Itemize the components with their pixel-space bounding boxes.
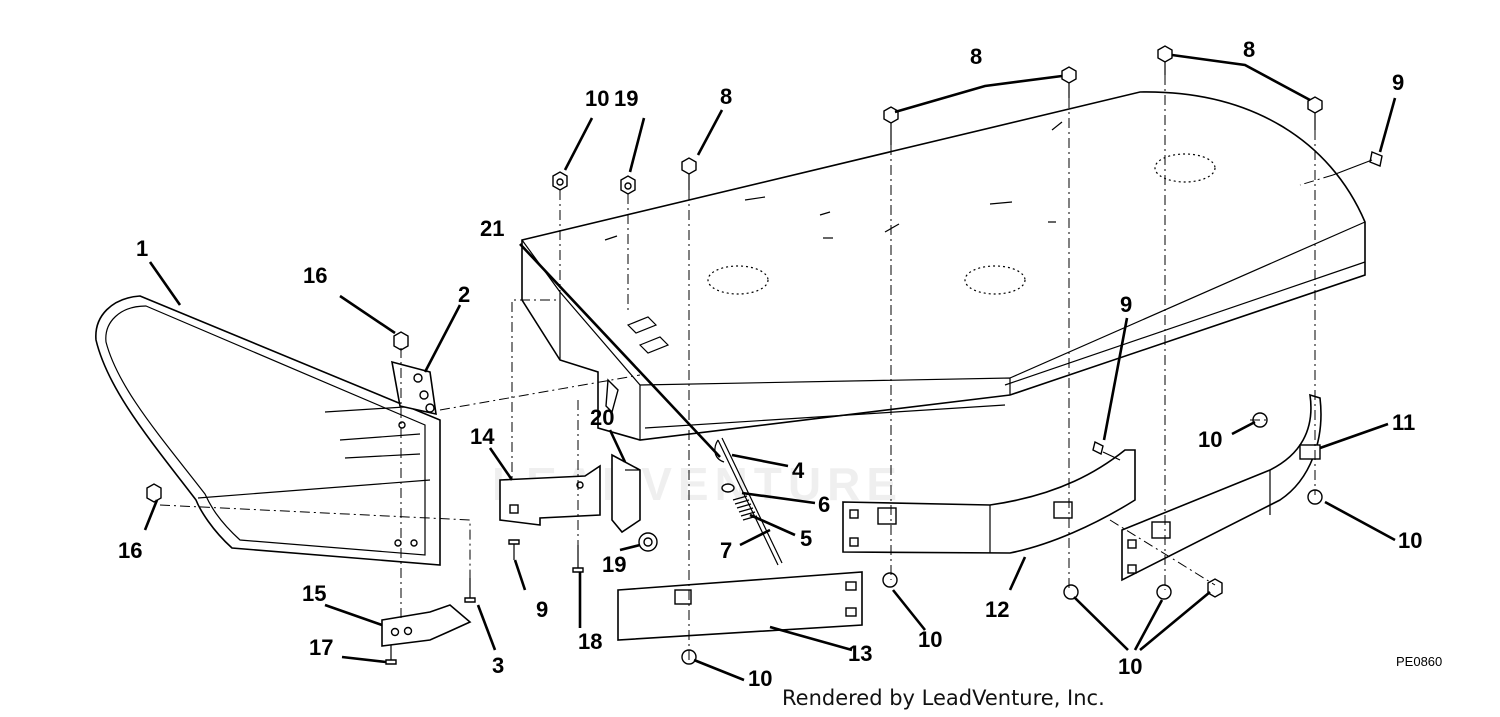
- nut-19-bottom: [638, 532, 658, 552]
- callout-8-middle: 8: [970, 44, 982, 69]
- callout-17: 17: [309, 635, 333, 660]
- part-1-deflector: [95, 295, 441, 566]
- callout-12: 12: [985, 597, 1009, 622]
- bolt-18: [572, 545, 584, 573]
- part-13-baffle: [617, 571, 863, 641]
- callout-5: 5: [800, 526, 812, 551]
- callout-6: 6: [818, 492, 830, 517]
- part-2-hinge-bracket: [390, 360, 437, 416]
- callout-10-middle: 10: [918, 627, 942, 652]
- callout-4: 4: [792, 458, 805, 483]
- callout-16-top: 16: [303, 263, 327, 288]
- callout-10-top: 10: [585, 86, 609, 111]
- callout-20: 20: [590, 405, 614, 430]
- nut-10-cluster: [1063, 578, 1223, 600]
- bolt-8-mid2: [1061, 66, 1077, 98]
- callout-19-bottom: 19: [602, 552, 626, 577]
- nut-16-top: [393, 331, 409, 351]
- callout-9-right: 9: [1392, 70, 1404, 95]
- callout-8-left: 8: [720, 84, 732, 109]
- bolt-9-mid: [1092, 440, 1121, 461]
- part-12-rear-baffle: [842, 449, 1136, 554]
- nut-16-left: [146, 483, 162, 503]
- figure-code: PE0860: [1396, 654, 1442, 669]
- callout-16-left: 16: [118, 538, 142, 563]
- callout-7: 7: [720, 538, 732, 563]
- bolt-9-left: [508, 539, 520, 560]
- bolt-9-right: [1332, 151, 1383, 176]
- callout-10-bottom: 10: [748, 666, 772, 691]
- callout-labels: 1 2 3 4 5 6 7 8 8 8 9 9 9 10 10 10 10 10…: [118, 37, 1422, 691]
- callout-15: 15: [302, 581, 326, 606]
- mower-deck-housing: [521, 91, 1366, 441]
- part-11-side-baffle: [1121, 393, 1322, 582]
- callout-10-right: 10: [1198, 427, 1222, 452]
- callout-9-left: 9: [536, 597, 548, 622]
- callout-2: 2: [458, 282, 470, 307]
- hardware-fasteners: [146, 45, 1383, 665]
- nut-10-mid: [882, 572, 898, 588]
- callout-10-far-right: 10: [1398, 528, 1422, 553]
- part-14-plate: [499, 464, 601, 526]
- leader-lines: [143, 53, 1397, 682]
- render-credit: Rendered by LeadVenture, Inc.: [782, 686, 1105, 710]
- callout-19-top: 19: [614, 86, 638, 111]
- callout-13: 13: [848, 641, 872, 666]
- part-15-latch: [381, 604, 472, 647]
- nut-19-top: [620, 175, 636, 195]
- part-7-rod-spring-assembly: [714, 437, 783, 566]
- bolt-3: [464, 578, 476, 603]
- callout-1: 1: [136, 236, 148, 261]
- callout-11: 11: [1392, 410, 1415, 435]
- callout-3: 3: [492, 653, 504, 678]
- callout-14: 14: [470, 424, 495, 449]
- callout-8-right: 8: [1243, 37, 1255, 62]
- part-21-bolt: [605, 378, 619, 414]
- callout-21: 21: [480, 216, 504, 241]
- callout-18: 18: [578, 629, 602, 654]
- bolt-8-mid: [883, 106, 899, 145]
- bolt-17: [385, 645, 397, 665]
- bolt-8-far-right: [1307, 96, 1323, 130]
- bolt-8-right: [1157, 45, 1173, 75]
- nut-10-top-left: [552, 171, 568, 191]
- callout-10-cluster: 10: [1118, 654, 1142, 679]
- bolt-8-left: [681, 157, 697, 190]
- callout-9-middle: 9: [1120, 292, 1132, 317]
- part-20-bracket: [611, 453, 641, 534]
